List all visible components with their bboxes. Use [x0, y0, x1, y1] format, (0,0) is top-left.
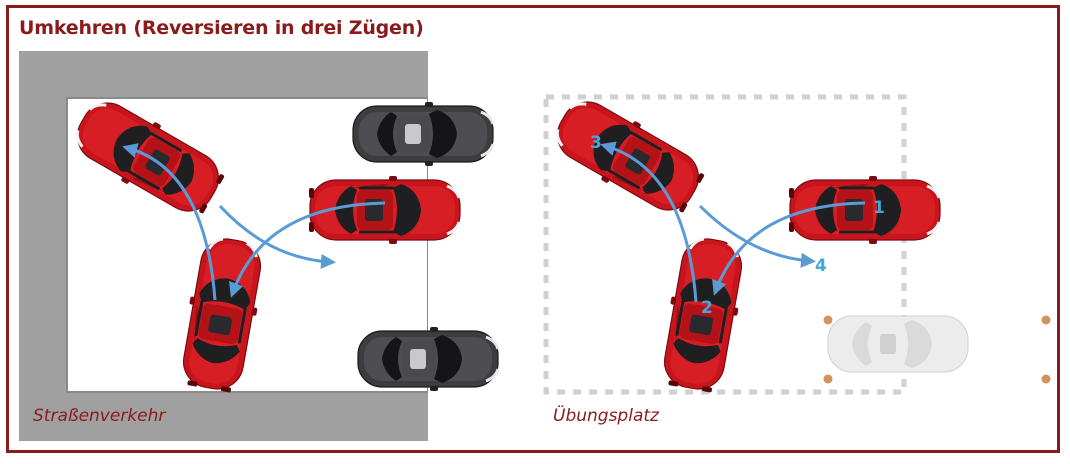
street-path-reverse — [122, 143, 217, 301]
parked-car-dark-bottom — [356, 325, 500, 393]
practice-path-reverse — [600, 141, 698, 303]
practice-path-forward-2 — [698, 204, 816, 268]
practice-area-outline — [543, 94, 907, 395]
step-number-4: 4 — [815, 256, 827, 276]
diagram-frame — [6, 5, 1060, 453]
parked-car-dark-top — [351, 100, 495, 168]
practice-panel-caption: Übungsplatz — [553, 406, 659, 426]
step-number-2: 2 — [701, 298, 713, 318]
street-path-forward-1 — [229, 201, 386, 298]
step-number-3: 3 — [590, 133, 602, 153]
cone-bottom-left — [823, 374, 833, 384]
step-number-1: 1 — [873, 198, 885, 218]
diagram-title: Umkehren (Reversieren in drei Zügen) — [19, 17, 424, 39]
practice-panel: 1 2 3 4 — [543, 87, 1051, 397]
street-path-forward-2 — [218, 204, 336, 269]
cone-top-left — [823, 315, 833, 325]
street-panel-caption: Straßenverkehr — [33, 406, 166, 426]
practice-path-forward-1 — [712, 201, 866, 296]
cone-top-right — [1041, 315, 1051, 325]
street-panel — [19, 51, 500, 441]
cone-bottom-right — [1041, 374, 1051, 384]
ghost-car — [827, 315, 969, 373]
